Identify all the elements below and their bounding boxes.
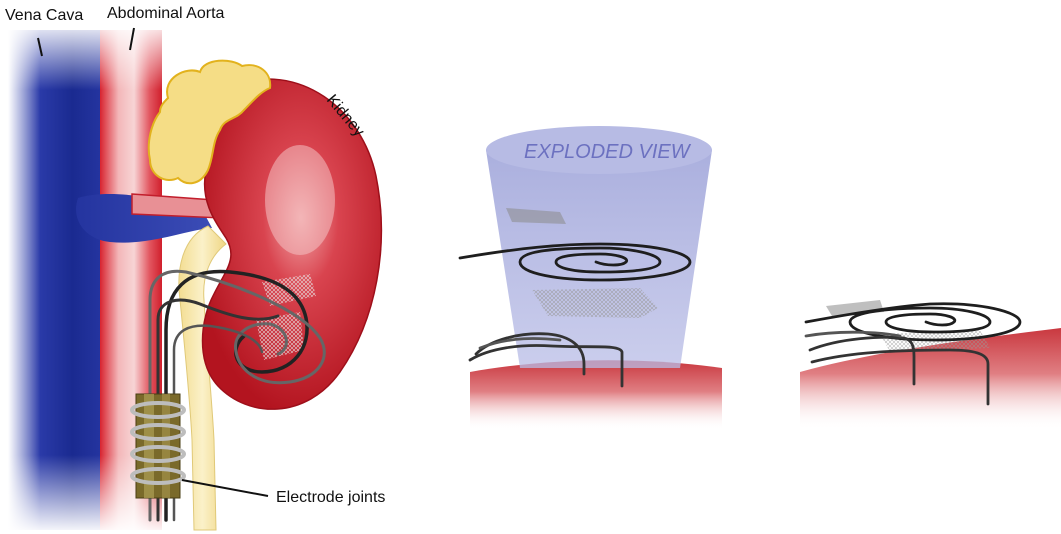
anatomy-panel: Vena Cava Abdominal Aorta Kidney Electro… <box>5 5 385 530</box>
abdominal-aorta-label: Abdominal Aorta <box>107 5 225 22</box>
exploded-view-label: EXPLODED VIEW <box>524 141 692 163</box>
vena-cava <box>8 30 100 530</box>
exploded-view-panel: EXPLODED VIEW <box>460 126 722 430</box>
electrode-joints-label: Electrode joints <box>276 489 385 506</box>
tissue-surface <box>470 360 722 430</box>
assembled-view-panel <box>800 300 1061 430</box>
exploded-mesh-patch <box>532 288 658 318</box>
electrode-joints <box>132 394 184 498</box>
vena-cava-label: Vena Cava <box>5 7 83 24</box>
